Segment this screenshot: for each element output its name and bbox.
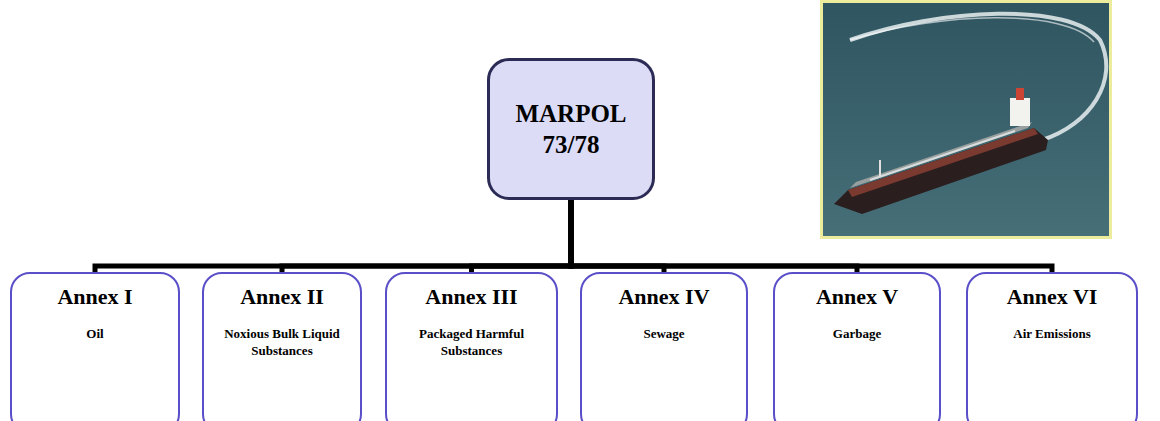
annex-title: Annex III (425, 284, 517, 310)
tree-connector (571, 200, 1052, 272)
annex-title: Annex V (816, 284, 898, 310)
annex-subject: Packaged Harmful Substances (399, 326, 544, 359)
annex-box: Annex I Oil (10, 272, 180, 421)
annex-subject: Air Emissions (1013, 326, 1090, 342)
annex-box: Annex IV Sewage (580, 272, 748, 421)
tree-connector (571, 200, 664, 272)
annex-title: Annex VI (1007, 284, 1098, 310)
funnel (1016, 88, 1024, 100)
annex-subject: Noxious Bulk Liquid Substances (216, 326, 348, 359)
annex-box: Annex V Garbage (773, 272, 941, 421)
annex-subject: Sewage (643, 326, 684, 342)
annex-title: Annex II (240, 284, 324, 310)
ship-mast (879, 160, 881, 176)
annex-box: Annex II Noxious Bulk Liquid Substances (202, 272, 362, 421)
tree-connector (95, 200, 571, 272)
deck-pipes (870, 131, 1015, 180)
tree-connector (282, 200, 571, 272)
annex-title: Annex IV (618, 284, 709, 310)
ship-hull (834, 128, 1048, 214)
tree-connector (571, 200, 857, 272)
root-box: MARPOL 73/78 (487, 58, 655, 200)
superstructure (1010, 98, 1030, 126)
annex-box: Annex VI Air Emissions (966, 272, 1138, 421)
annex-title: Annex I (57, 284, 132, 310)
ship-photo (820, 0, 1112, 239)
ship-deck (850, 122, 1032, 188)
wake-foam (850, 18, 1094, 42)
root-title: MARPOL 73/78 (512, 98, 630, 161)
hull-stripe (848, 128, 1038, 197)
annex-subject: Garbage (833, 326, 881, 342)
photo-frame (822, 2, 1111, 238)
ship-wake (850, 14, 1106, 140)
annex-subject: Oil (86, 326, 103, 342)
annex-box: Annex III Packaged Harmful Substances (385, 272, 558, 421)
tree-connector (472, 200, 572, 272)
